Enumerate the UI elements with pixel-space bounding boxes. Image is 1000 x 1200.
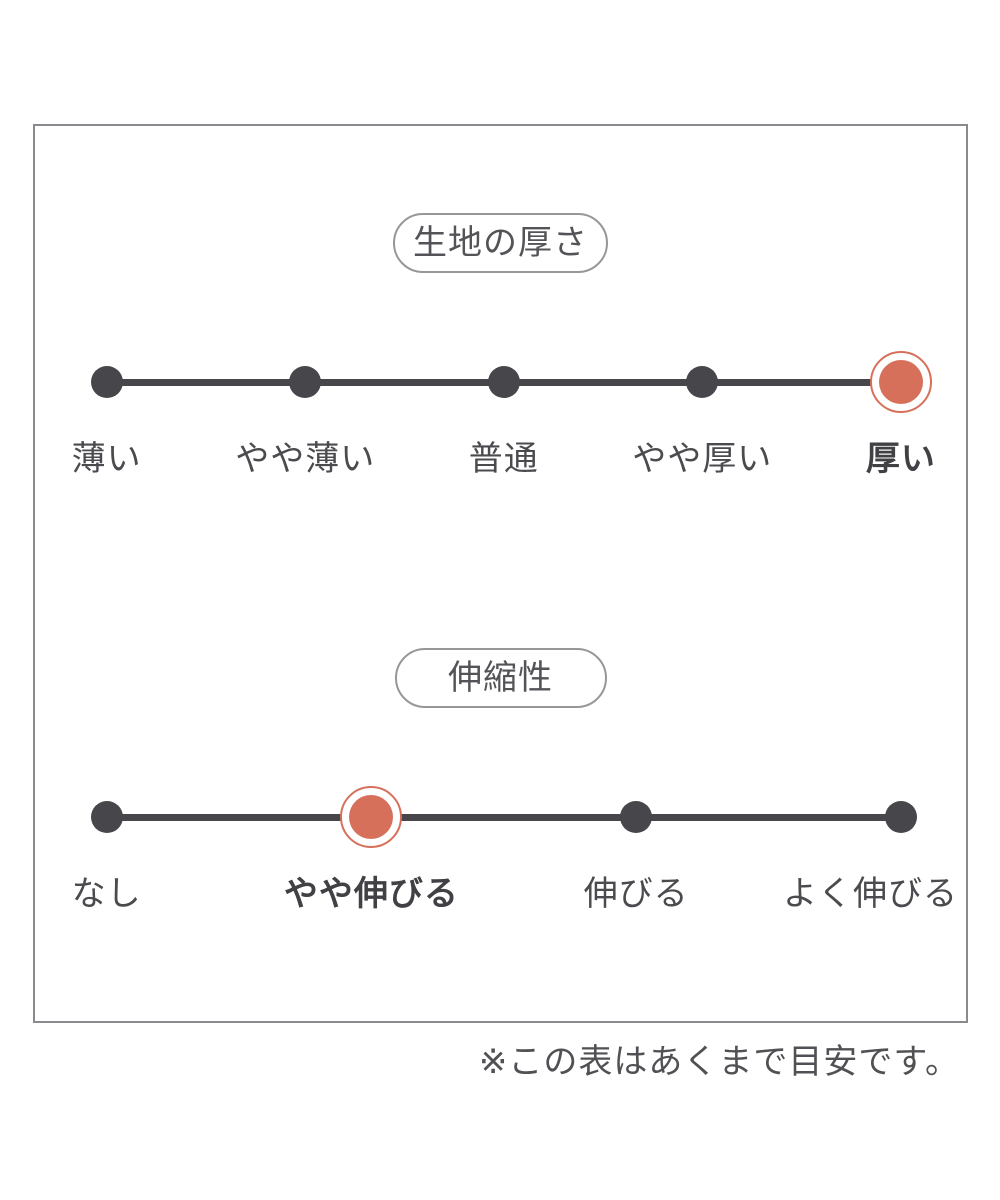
scale-labels: 薄い やや薄い 普通 やや厚い 厚い (35, 437, 966, 481)
scale-label-active: やや伸びる (283, 875, 459, 913)
scale-title: 生地の厚さ (413, 224, 588, 262)
scale-section-thickness: 生地の厚さ 薄い やや薄い 普通 やや厚い 厚い (35, 213, 966, 493)
scale-label: 薄い (71, 440, 142, 478)
scale-dot (487, 366, 520, 398)
scale-dot (289, 366, 322, 398)
scale-label: なし (71, 875, 142, 913)
footnote-text: ※この表はあくまで目安です。 (478, 1043, 960, 1081)
scale-line (106, 813, 901, 821)
scale-label: よく伸びる (783, 875, 958, 913)
scale-label: やや厚い (632, 440, 773, 478)
scale-label: 伸びる (583, 875, 689, 913)
scale-dot (90, 801, 123, 833)
scale-label: やや薄い (235, 440, 376, 478)
scale-section-stretch: 伸縮性 なし やや伸びる 伸びる よく伸びる (35, 648, 966, 928)
scale-title: 伸縮性 (448, 659, 553, 697)
scale-label-active: 厚い (865, 440, 936, 478)
scale-dot (686, 366, 719, 398)
active-dot-core (349, 795, 394, 839)
scale-labels: なし やや伸びる 伸びる よく伸びる (35, 872, 966, 916)
scale-dot (884, 801, 917, 833)
scale-title-pill: 伸縮性 (394, 648, 607, 708)
scale-dot (620, 801, 653, 833)
active-dot-core (878, 360, 923, 404)
scale-title-pill: 生地の厚さ (393, 213, 608, 273)
chart-panel: 生地の厚さ 薄い やや薄い 普通 やや厚い 厚い 伸縮性 なし やや伸びる 伸びる よく伸びる (33, 124, 968, 1023)
active-dot (869, 351, 932, 413)
scale-label: 普通 (468, 440, 539, 478)
active-dot (340, 786, 403, 848)
scale-dot (90, 366, 123, 398)
